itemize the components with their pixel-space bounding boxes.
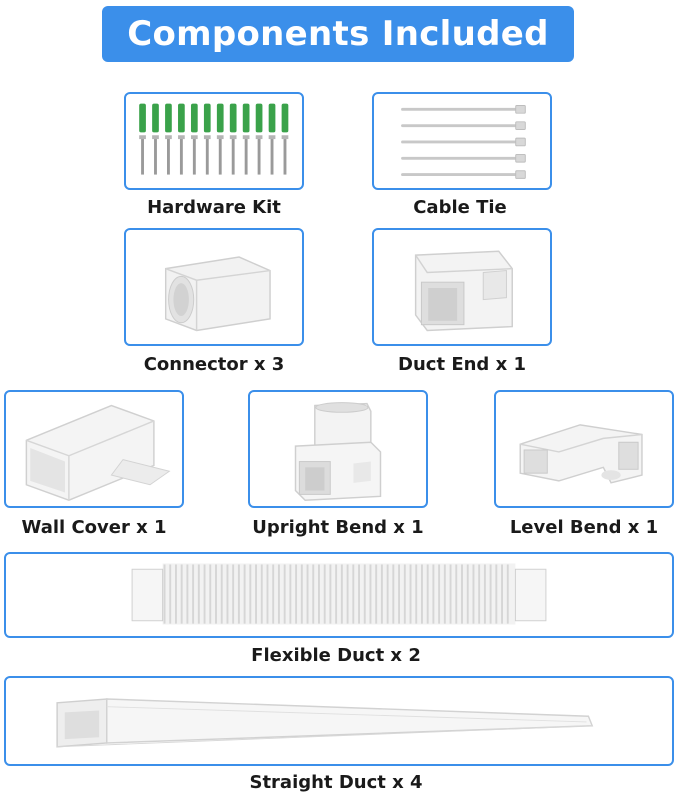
- screw: [283, 138, 287, 175]
- wall-anchor: [255, 103, 263, 133]
- wall-anchor: [152, 103, 159, 133]
- page-title: Components Included: [127, 14, 549, 54]
- upright-bend-label: Upright Bend x 1: [252, 517, 424, 538]
- connector-label: Connector x 3: [143, 354, 285, 375]
- upright-bend-icon: [294, 402, 382, 501]
- screw: [167, 138, 170, 175]
- screw: [218, 138, 222, 175]
- screw-head: [216, 135, 224, 140]
- cable-tie-card: [372, 92, 552, 190]
- connector-card: [124, 228, 304, 346]
- wall-anchor: [229, 103, 237, 133]
- cable-tie-label: Cable Tie: [413, 197, 507, 218]
- wall-anchor: [216, 103, 224, 133]
- screw-head: [242, 135, 250, 140]
- duct-end-cap: [131, 568, 164, 622]
- screw: [205, 138, 209, 175]
- title-banner: Components Included: [102, 6, 574, 62]
- wall-cover-label: Wall Cover x 1: [21, 517, 167, 538]
- flexible-duct-icon: [131, 563, 547, 625]
- screw-head: [229, 135, 237, 140]
- screw: [141, 138, 144, 175]
- screw-head: [139, 135, 146, 140]
- screw: [179, 138, 183, 175]
- duct-end-cap: [514, 568, 547, 622]
- level-bend-icon: [519, 424, 643, 484]
- hardware-kit-label: Hardware Kit: [147, 197, 281, 218]
- duct-end-label: Duct End x 1: [398, 354, 526, 375]
- screw: [154, 138, 157, 175]
- upright-bend-card: [248, 390, 428, 508]
- screw-head: [268, 135, 276, 140]
- level-bend-label: Level Bend x 1: [509, 517, 659, 538]
- wall-cover-card: [4, 390, 184, 508]
- screw: [257, 138, 261, 175]
- screw-head: [152, 135, 159, 140]
- wall-anchor: [190, 103, 198, 133]
- cable-tie-icon: [401, 105, 526, 179]
- connector-icon: [164, 256, 271, 332]
- flexible-duct-card: [4, 552, 674, 638]
- duct-end-icon: [414, 250, 513, 332]
- hardware-kit-card: [124, 92, 304, 190]
- wall-anchor: [178, 103, 185, 133]
- screw-head: [255, 135, 263, 140]
- screw-head: [203, 135, 211, 140]
- wall-anchor: [165, 103, 172, 133]
- level-bend-card: [494, 390, 674, 508]
- wall-cover-icon: [25, 404, 171, 501]
- screw-head: [165, 135, 172, 140]
- screw: [244, 138, 248, 175]
- screw: [270, 138, 274, 175]
- wall-anchor: [203, 103, 211, 133]
- wall-anchor: [281, 103, 289, 133]
- wall-anchor: [268, 103, 276, 133]
- duct-end-card: [372, 228, 552, 346]
- screw-head: [178, 135, 185, 140]
- straight-duct-label: Straight Duct x 4: [249, 772, 423, 793]
- screws-and-anchors-icon: [139, 103, 289, 175]
- screw-head: [190, 135, 198, 140]
- wall-anchor: [242, 103, 250, 133]
- screw: [192, 138, 196, 175]
- wall-anchor: [139, 103, 146, 133]
- straight-duct-card: [4, 676, 674, 766]
- screw-head: [281, 135, 289, 140]
- flexible-duct-label: Flexible Duct x 2: [251, 645, 421, 666]
- straight-duct-icon: [56, 698, 594, 748]
- screw: [231, 138, 235, 175]
